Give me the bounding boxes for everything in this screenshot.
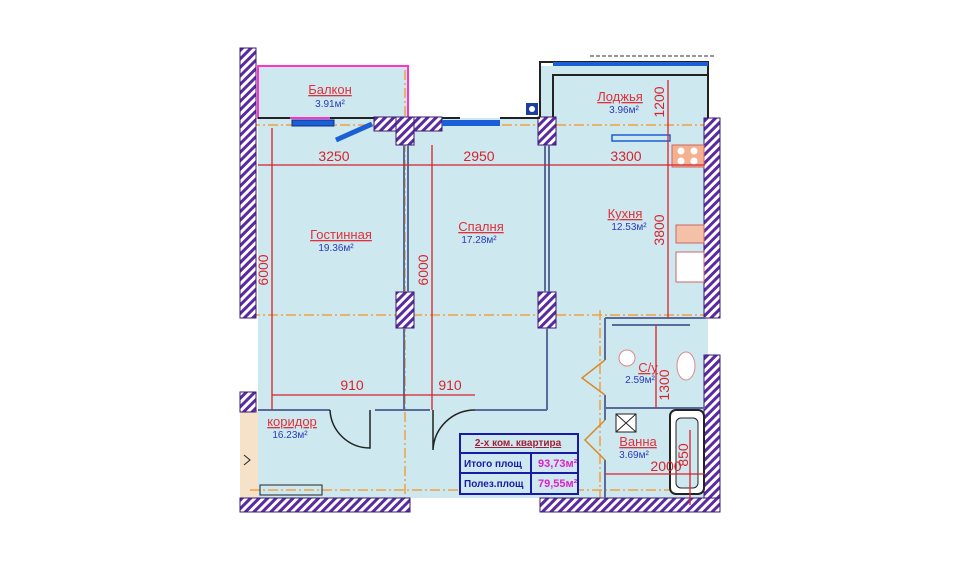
fixtures	[243, 144, 705, 496]
summary-title: 2-х ком. квартира	[475, 438, 562, 449]
total-area-label: Итого площ	[464, 459, 522, 470]
column-1	[395, 116, 415, 146]
dim-kitchen-width: 3300	[610, 148, 641, 164]
dim-door-1: 910	[340, 377, 364, 393]
column-4	[537, 291, 557, 329]
living-area: 19.36м²	[318, 243, 354, 254]
corridor-name: коридор	[267, 414, 317, 429]
loggia-area: 3.96м²	[609, 105, 639, 116]
kitchen-name: Кухня	[608, 206, 643, 221]
toilet-icon	[676, 351, 696, 381]
bedroom-area: 17.28м²	[461, 235, 497, 246]
bottom-wall-left	[239, 497, 411, 513]
balcony-floor	[258, 66, 408, 118]
door-living-icon	[329, 409, 371, 449]
vent-circle-icon	[529, 106, 535, 112]
useful-area-label: Полез.площ	[464, 479, 524, 490]
kitchen-counter-icon	[675, 224, 705, 244]
dim-bath-depth: 850	[675, 443, 691, 467]
doors	[329, 359, 606, 461]
entrance-arrow-icon	[243, 454, 251, 466]
door-bedroom-icon	[432, 409, 476, 451]
right-wall	[703, 117, 721, 319]
dim-living-depth: 6000	[255, 254, 271, 285]
useful-area-value: 79,55м²	[538, 478, 578, 490]
room-labels: Балкон 3.91м² Лоджья 3.96м² Гостинная 19…	[267, 82, 658, 461]
bottom-wall-right	[539, 497, 721, 513]
dimension-labels: 3250 2950 3300 6000 6000 3800 1200 910 9…	[255, 86, 691, 474]
window-bedroom	[442, 120, 500, 126]
dim-kitchen-depth: 3800	[651, 214, 667, 245]
door-bath-icon	[583, 419, 606, 461]
door-wc-icon	[580, 359, 606, 396]
bedroom-name: Спалня	[458, 219, 503, 234]
dim-loggia-depth: 1200	[651, 86, 667, 117]
dim-bath-width: 2000	[650, 458, 681, 474]
balcony-area: 3.91м²	[315, 99, 345, 110]
loggia-name: Лоджья	[597, 89, 643, 104]
left-wall-pier	[239, 391, 257, 413]
left-wall	[239, 47, 257, 319]
dim-wc-depth: 1300	[656, 369, 672, 400]
wc-name: С/у	[638, 360, 658, 375]
kitchen-area: 12.53м²	[611, 222, 647, 233]
wc-area: 2.59м²	[625, 375, 655, 386]
bath-name: Ванна	[619, 434, 657, 449]
dim-living-width: 3250	[318, 148, 349, 164]
balcony-door	[334, 121, 374, 143]
dim-door-2: 910	[438, 377, 462, 393]
column-3	[395, 291, 415, 329]
balcony-name: Балкон	[308, 82, 352, 97]
summary-table: 2-х ком. квартира Итого площ 93,73м² Пол…	[459, 433, 579, 495]
wardrobe-icon	[259, 484, 323, 496]
corridor-area: 16.23м²	[272, 430, 308, 441]
sink-icon	[675, 251, 705, 283]
stove-icon	[671, 144, 705, 168]
washbasin-icon	[618, 349, 636, 367]
walls	[239, 47, 721, 513]
windows	[291, 62, 708, 143]
dim-bedroom-depth: 6000	[415, 254, 431, 285]
right-wall-lower	[703, 354, 721, 511]
partitions	[258, 145, 705, 498]
dim-bedroom-width: 2950	[463, 148, 494, 164]
dimension-lines	[258, 80, 705, 505]
living-name: Гостинная	[310, 227, 372, 242]
column-2	[537, 116, 557, 146]
window-loggia	[553, 62, 708, 66]
total-area-value: 93,73м²	[538, 458, 578, 470]
bath-area: 3.69м²	[619, 450, 649, 461]
entrance-floor	[240, 410, 258, 500]
window-kitchen	[611, 134, 671, 142]
window-living	[291, 119, 335, 127]
